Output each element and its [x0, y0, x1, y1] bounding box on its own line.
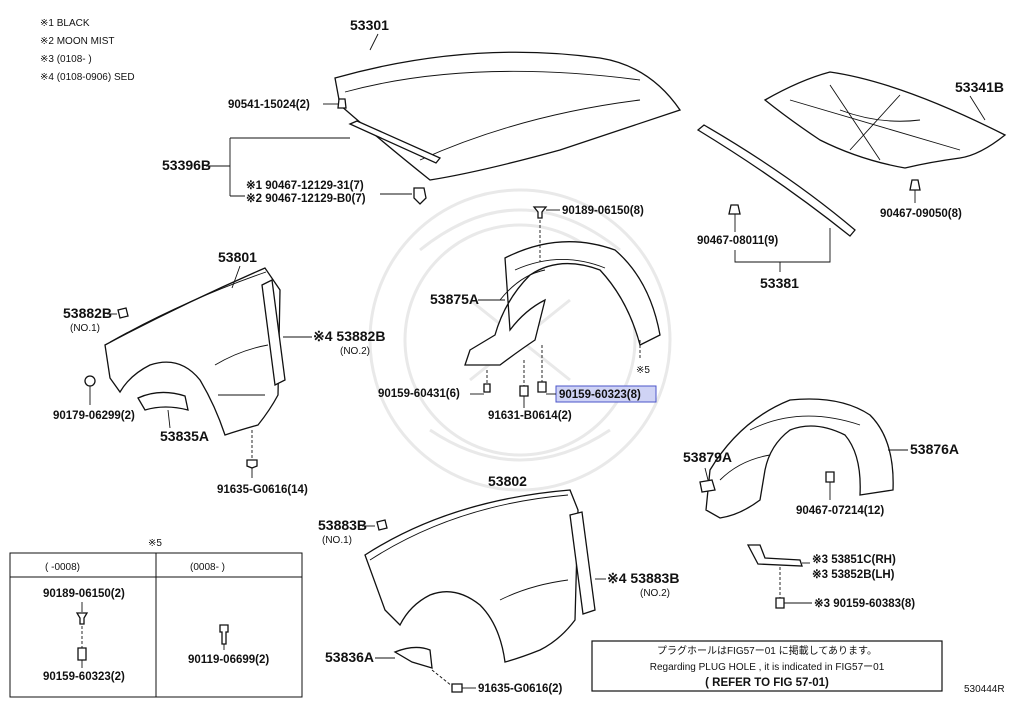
fender-lh-edge-plate[interactable] [569, 511, 596, 615]
rear-fender-liner[interactable] [705, 398, 894, 519]
fender-rh-bolt[interactable] [246, 459, 258, 469]
rear-liner-part-number[interactable]: 53876A [910, 441, 959, 457]
legend-note-2: ※2 MOON MIST [40, 36, 115, 47]
fender-rh-plate-part-number[interactable]: 53882B [63, 305, 112, 321]
table-col1-screw-a[interactable] [75, 612, 89, 625]
fender-rh-clip-part-number[interactable]: 90179-06299(2) [53, 410, 135, 422]
fender-rh-part-number[interactable]: 53801 [218, 249, 257, 265]
table-col1-part2[interactable]: 90159-60323(2) [43, 671, 125, 683]
hood-part-number[interactable]: 53301 [350, 17, 389, 33]
liner-screw-b-part-number[interactable]: 91631-B0614(2) [488, 410, 572, 422]
insulator-clip[interactable] [909, 179, 921, 191]
note-5-marker: ※5 [636, 365, 650, 376]
rear-liner-part-b[interactable] [699, 479, 716, 493]
front-fender-liner[interactable] [464, 241, 661, 366]
fender-lh-part-number[interactable]: 53802 [488, 473, 527, 489]
insulator-part-number[interactable]: 53341B [955, 79, 1004, 95]
rear-liner-clip[interactable] [825, 471, 835, 483]
fender-lh-plate2-part-number[interactable]: ※4 53883B [607, 570, 679, 586]
fender-lh-plate-part-number[interactable]: 53883B [318, 517, 367, 533]
hood-seal[interactable] [348, 120, 442, 164]
legend: ※1 BLACK ※2 MOON MIST ※3 (0108- ) ※4 (01… [40, 18, 135, 83]
bracket-screw-part-number[interactable]: ※3 90159-60383(8) [814, 597, 915, 610]
fender-lh-brace-part-number[interactable]: 53836A [325, 649, 374, 665]
notice-line-english: Regarding PLUG HOLE , it is indicated in… [650, 662, 885, 673]
bracket-lh-part-number[interactable]: ※3 53852B(LH) [812, 568, 895, 581]
table-col1-screw-b[interactable] [77, 647, 87, 661]
fender-lh-bolt-part-number[interactable]: 91635-G0616(2) [478, 683, 563, 695]
liner-bolt-part-number[interactable]: 90159-60431(6) [378, 388, 460, 400]
liner-bolt[interactable] [483, 383, 491, 393]
hood-panel[interactable] [334, 51, 682, 181]
fender-lh-bolt[interactable] [451, 683, 463, 693]
fender-rh-edge-plate[interactable] [261, 279, 286, 386]
hood-bumper[interactable] [337, 98, 347, 109]
liner-screw-top[interactable] [532, 206, 548, 219]
rear-liner-part-b-part-number[interactable]: 53879A [683, 449, 732, 465]
fender-rh-brace-part-number[interactable]: 53835A [160, 428, 209, 444]
notice-line-japanese: プラグホールはFIG57ー01 に掲載してあります。 [657, 644, 877, 657]
table-title: ※5 [148, 538, 162, 549]
fender-lh-plate[interactable] [376, 519, 388, 531]
liner-screw-highlighted-part-number[interactable]: 90159-60323(8) [559, 389, 641, 401]
figure-id: 530444R [964, 684, 1005, 695]
watermark-emblem [368, 188, 672, 492]
seal-clip-moonmist-part-number[interactable]: ※2 90467-12129-B0(7) [246, 192, 366, 205]
liner-screw-c[interactable] [537, 381, 547, 393]
legend-note-4: ※4 (0108-0906) SED [40, 72, 135, 83]
notice-reference-link[interactable]: ( REFER TO FIG 57-01) [705, 677, 829, 689]
cowl-clip-part-number[interactable]: 90467-08011(9) [697, 235, 778, 247]
front-liner-part-number[interactable]: 53875A [430, 291, 479, 307]
bracket-screw[interactable] [775, 597, 785, 609]
fender-rh-plate2-part-number[interactable]: ※4 53882B [313, 328, 385, 344]
fender-lh-plate-note: (NO.1) [322, 535, 352, 546]
insulator-clip-part-number[interactable]: 90467-09050(8) [880, 208, 962, 220]
fender-lh-brace[interactable] [393, 646, 433, 669]
legend-note-3: ※3 (0108- ) [40, 54, 92, 65]
seal-clip-black-part-number[interactable]: ※1 90467-12129-31(7) [246, 179, 364, 192]
fender-rh-plate-note: (NO.1) [70, 323, 100, 334]
table-col2-bolt[interactable] [219, 624, 229, 645]
front-fender-lh[interactable] [364, 489, 579, 663]
rear-liner-clip-part-number[interactable]: 90467-07214(12) [796, 505, 884, 517]
table-col2-part1[interactable]: 90119-06699(2) [188, 654, 269, 666]
hood-insulator[interactable] [763, 71, 1007, 169]
fender-rh-clip[interactable] [84, 375, 96, 387]
fender-rh-plate[interactable] [117, 307, 129, 319]
cowl-seal[interactable] [696, 124, 856, 237]
plug-hole-notice: プラグホールはFIG57ー01 に掲載してあります。 Regarding PLU… [591, 640, 943, 692]
cowl-clip[interactable] [728, 204, 741, 215]
table-col1-part1[interactable]: 90189-06150(2) [43, 588, 125, 600]
table-col1-header: ( -0008) [45, 562, 80, 573]
fender-rh-plate2-note: (NO.2) [340, 346, 370, 357]
fender-lh-plate2-note: (NO.2) [640, 588, 670, 599]
bracket-rh-part-number[interactable]: ※3 53851C(RH) [812, 553, 896, 566]
fender-rh-brace[interactable] [137, 391, 189, 411]
seal-clip[interactable] [413, 187, 427, 205]
fender-rh-bolt-part-number[interactable]: 91635-G0616(14) [217, 484, 308, 496]
legend-note-1: ※1 BLACK [40, 18, 90, 29]
fender-bracket[interactable] [746, 544, 803, 567]
front-fender-rh[interactable] [104, 267, 281, 436]
hood-seal-part-number[interactable]: 53396B [162, 157, 211, 173]
liner-screw-top-part-number[interactable]: 90189-06150(8) [562, 205, 644, 217]
cowl-seal-part-number[interactable]: 53381 [760, 275, 799, 291]
variant-table: ※5 ( -0008) (0008- ) 90189-06150(2) 9015… [9, 538, 303, 698]
table-col2-header: (0008- ) [190, 562, 225, 573]
hood-bumper-part-number[interactable]: 90541-15024(2) [228, 99, 310, 111]
liner-screw-b[interactable] [519, 385, 529, 397]
